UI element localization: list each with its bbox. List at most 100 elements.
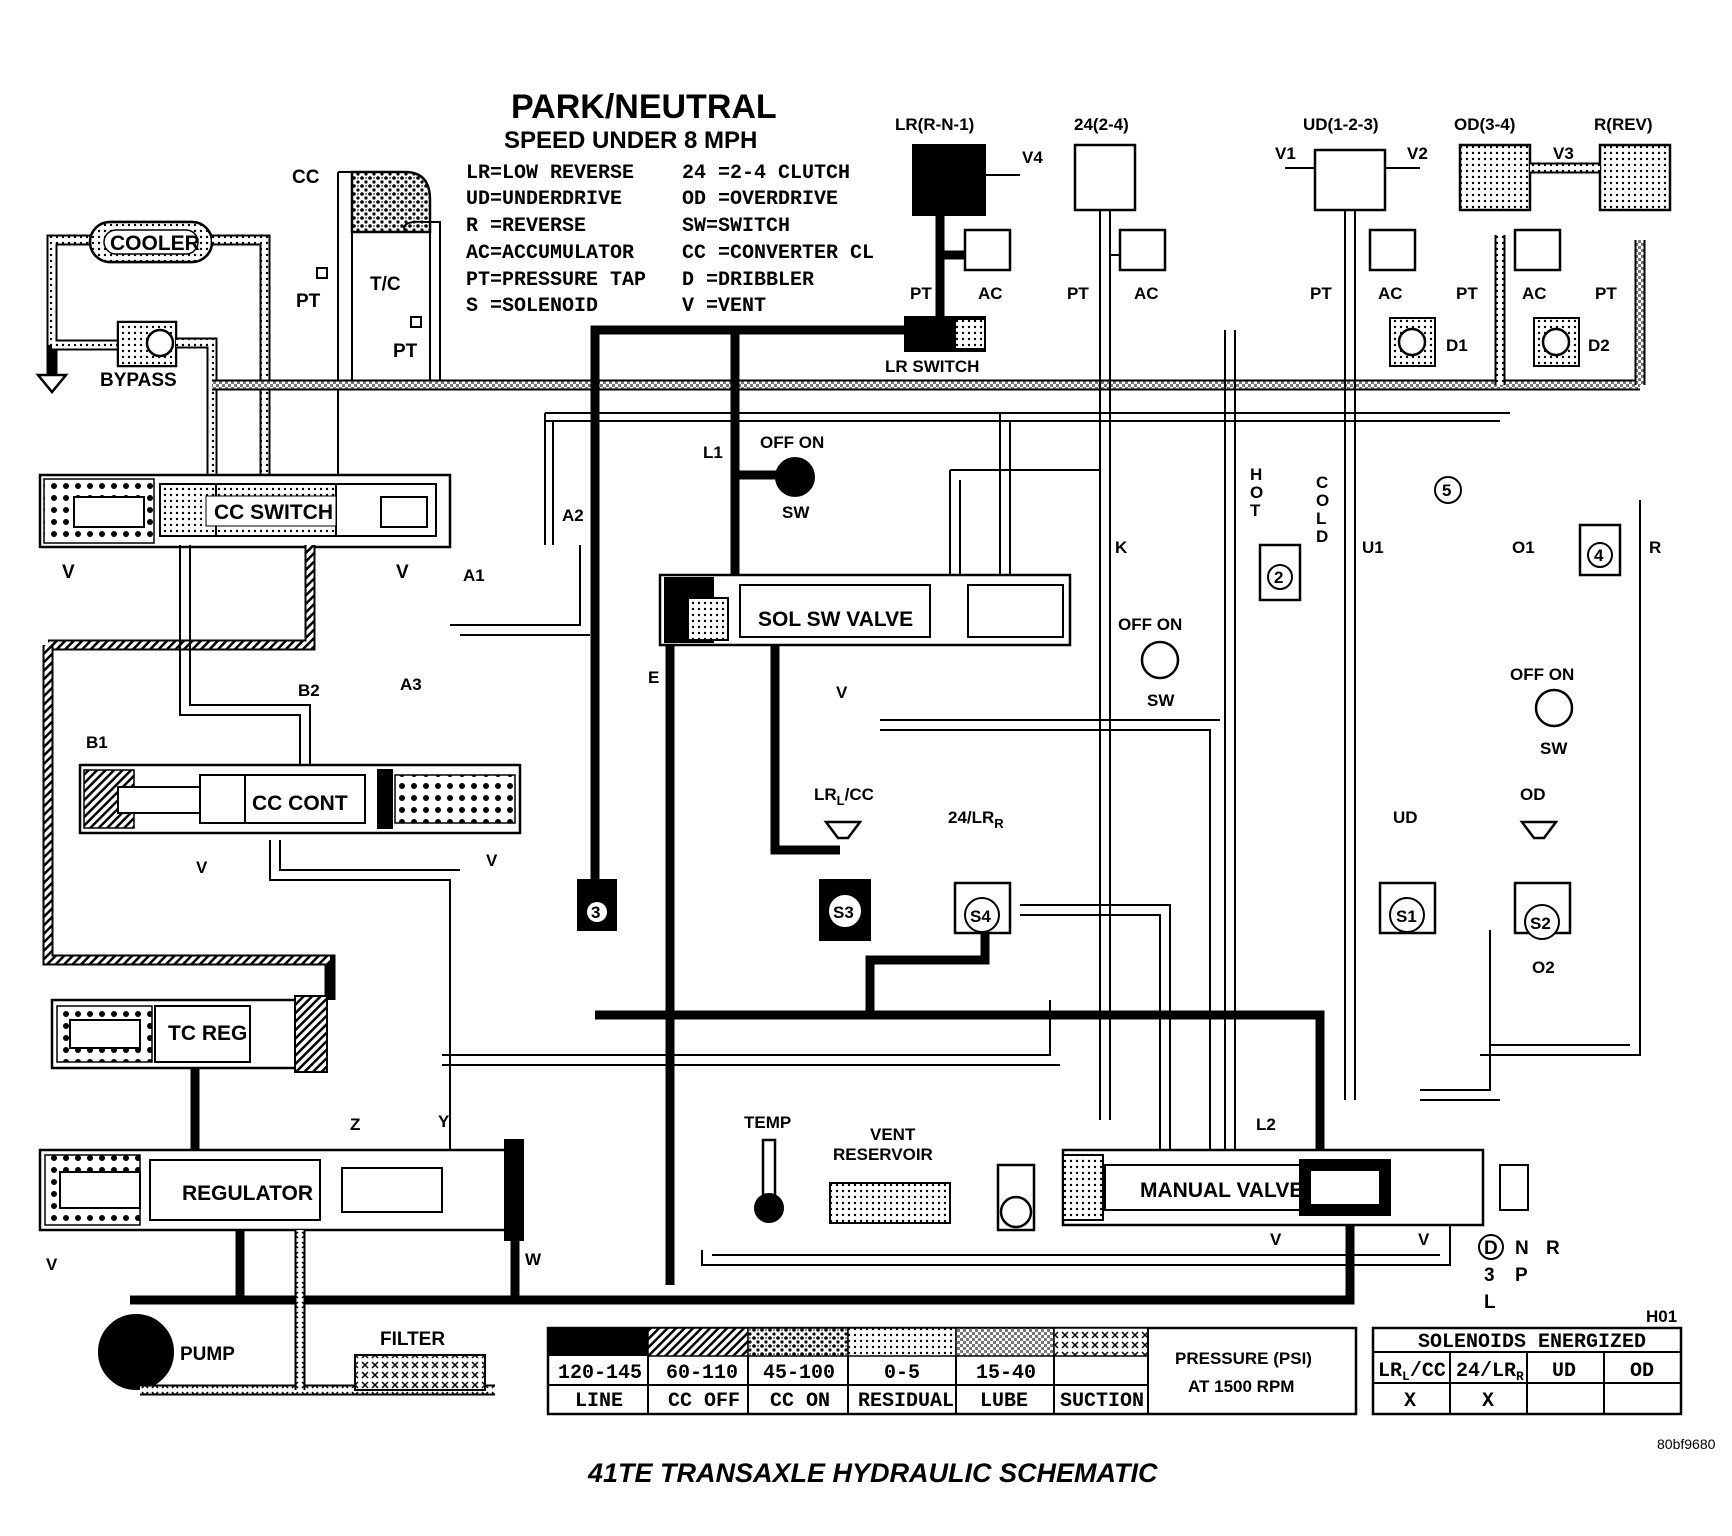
legend-range: 120-145 <box>558 1362 642 1385</box>
legend-heading: AT 1500 RPM <box>1188 1377 1294 1396</box>
abbr-item: UD=UNDERDRIVE <box>466 188 622 211</box>
legend-range: 45-100 <box>763 1362 835 1385</box>
abbr-item: D =DRIBBLER <box>682 269 814 292</box>
clutch-rev-label: R(REV) <box>1594 115 1653 134</box>
pressure-switch-l1[interactable]: L1 OFF ON SW <box>703 433 824 522</box>
pressure-switch-k[interactable]: OFF ON SW <box>1118 615 1182 710</box>
cc-port-label: CC <box>292 167 320 188</box>
filter-label: FILTER <box>380 1329 445 1350</box>
d1-label: D1 <box>1446 336 1468 355</box>
shift-pos-p: P <box>1515 1265 1528 1286</box>
cooler-circuit: COOLER BYPASS T/C CC PT PT <box>35 167 441 520</box>
sw-label: SW <box>782 503 810 522</box>
caption: 41TE TRANSAXLE HYDRAULIC SCHEMATIC <box>587 1458 1158 1488</box>
y-label: Y <box>438 1112 450 1131</box>
abbr-item: V =VENT <box>682 295 766 318</box>
cooler-label: COOLER <box>110 232 200 255</box>
b1-label: B1 <box>86 733 108 752</box>
solenoid-s3[interactable]: LRL/CC S3 <box>814 785 874 941</box>
sw-label: SW <box>1147 691 1175 710</box>
a1-label: A1 <box>463 566 485 585</box>
off-on-label: OFF ON <box>1118 615 1182 634</box>
lube-trunk <box>212 235 1646 391</box>
b2-label: B2 <box>298 681 320 700</box>
r-label: R <box>1649 538 1661 557</box>
table-col: 24/LRR <box>1456 1360 1524 1384</box>
clutch-od: OD(3-4) R(REV) V3 PT AC PT D1 D2 O1 R <box>1389 115 1672 557</box>
tc-reg-label: TC REG <box>168 1022 247 1045</box>
ac-label: AC <box>1134 284 1159 303</box>
sol-sw-valve[interactable]: SOL SW VALVE V E <box>648 573 1072 702</box>
vent-res-label: VENT <box>870 1125 916 1144</box>
s2-label: S2 <box>1530 914 1551 933</box>
regulator-valve[interactable]: REGULATOR V Z Y W <box>38 1112 542 1274</box>
legend-name: CC ON <box>770 1390 830 1413</box>
ac-label: AC <box>1378 284 1403 303</box>
ud-solenoid-name: UD <box>1393 808 1418 827</box>
check-valve <box>996 1163 1036 1232</box>
clutch-lr-label: LR(R-N-1) <box>895 115 974 134</box>
solenoid-s2[interactable]: OD S2 O2 <box>1513 785 1572 977</box>
z-label: Z <box>350 1115 360 1134</box>
cc-cont-label: CC CONT <box>252 792 348 815</box>
vent-label: V <box>396 562 409 583</box>
shift-pos-d: D <box>1484 1238 1498 1259</box>
pt-label: PT <box>1310 284 1332 303</box>
v3-label: V3 <box>1553 144 1574 163</box>
bypass-label: BYPASS <box>100 370 177 391</box>
title: PARK/NEUTRAL <box>511 88 777 126</box>
abbr-item: 24 =2-4 CLUTCH <box>682 162 850 185</box>
sw-label: SW <box>1540 739 1568 758</box>
channel-network <box>269 330 1641 1266</box>
shift-pos-3: 3 <box>1484 1265 1495 1286</box>
od-solenoid-name: OD <box>1520 785 1546 804</box>
solenoid-s1[interactable]: UD S1 <box>1378 808 1437 935</box>
n4-label: 4 <box>1594 546 1604 565</box>
pt-label: PT <box>296 291 321 312</box>
legend-name: SUCTION <box>1060 1390 1144 1413</box>
abbr-item: AC=ACCUMULATOR <box>466 242 634 265</box>
s4-label: S4 <box>970 907 991 926</box>
s1-label: S1 <box>1396 907 1417 926</box>
pt-label: PT <box>910 284 932 303</box>
table-code: H01 <box>1646 1307 1677 1326</box>
lr-switch-label[interactable]: LR SWITCH <box>885 357 979 376</box>
table-col: OD <box>1630 1360 1654 1383</box>
off-on-label: OFF ON <box>1510 665 1574 684</box>
l1-label: L1 <box>703 443 723 462</box>
clutch-ud-label: UD(1-2-3) <box>1303 115 1379 134</box>
legend-range: 60-110 <box>666 1362 738 1385</box>
abbr-item: SW=SWITCH <box>682 215 790 238</box>
solenoid-s4[interactable]: 24/LRR S4 <box>948 808 1012 935</box>
clutch-ud: UD(1-2-3) V1 V2 PT AC U1 <box>1275 115 1428 1100</box>
vent-label: V <box>62 562 75 583</box>
table-col: UD <box>1552 1360 1576 1383</box>
legend-name: LINE <box>575 1390 623 1413</box>
o1-label: O1 <box>1512 538 1535 557</box>
pt-label: PT <box>1456 284 1478 303</box>
table-cell: X <box>1482 1390 1494 1413</box>
cc-cont-valve[interactable]: CC CONT V V B1 B2 A3 A1 A2 <box>78 506 584 877</box>
pressure-legend: 120-145 60-110 45-100 0-5 15-40 LINE CC … <box>546 1326 1358 1416</box>
pump-label: PUMP <box>180 1344 235 1365</box>
cc-switch-valve[interactable]: CC SWITCH V V <box>38 473 452 583</box>
s4-solenoid-name: 24/LRR <box>948 808 1004 831</box>
pressure-switch-o[interactable]: OFF ON SW <box>1510 665 1574 758</box>
figure-id: 80bf9680 <box>1657 1436 1716 1452</box>
a3-label: A3 <box>400 675 422 694</box>
manual-valve[interactable]: MANUAL VALVE L2 V V <box>1061 1115 1529 1249</box>
v1-label: V1 <box>1275 144 1296 163</box>
legend-range: 15-40 <box>976 1362 1036 1385</box>
filter: FILTER <box>140 1230 495 1396</box>
tc-reg-valve[interactable]: TC REG <box>50 995 328 1073</box>
abbr-item: LR=LOW REVERSE <box>466 162 634 185</box>
legend-name: CC OFF <box>668 1390 740 1413</box>
abbr-item: OD =OVERDRIVE <box>682 188 838 211</box>
abbr-item: PT=PRESSURE TAP <box>466 269 646 292</box>
abbr-item: R =REVERSE <box>466 215 586 238</box>
vent-label: V <box>196 858 208 877</box>
cc-lines: T <box>42 545 336 1000</box>
s3-label: S3 <box>833 903 854 922</box>
